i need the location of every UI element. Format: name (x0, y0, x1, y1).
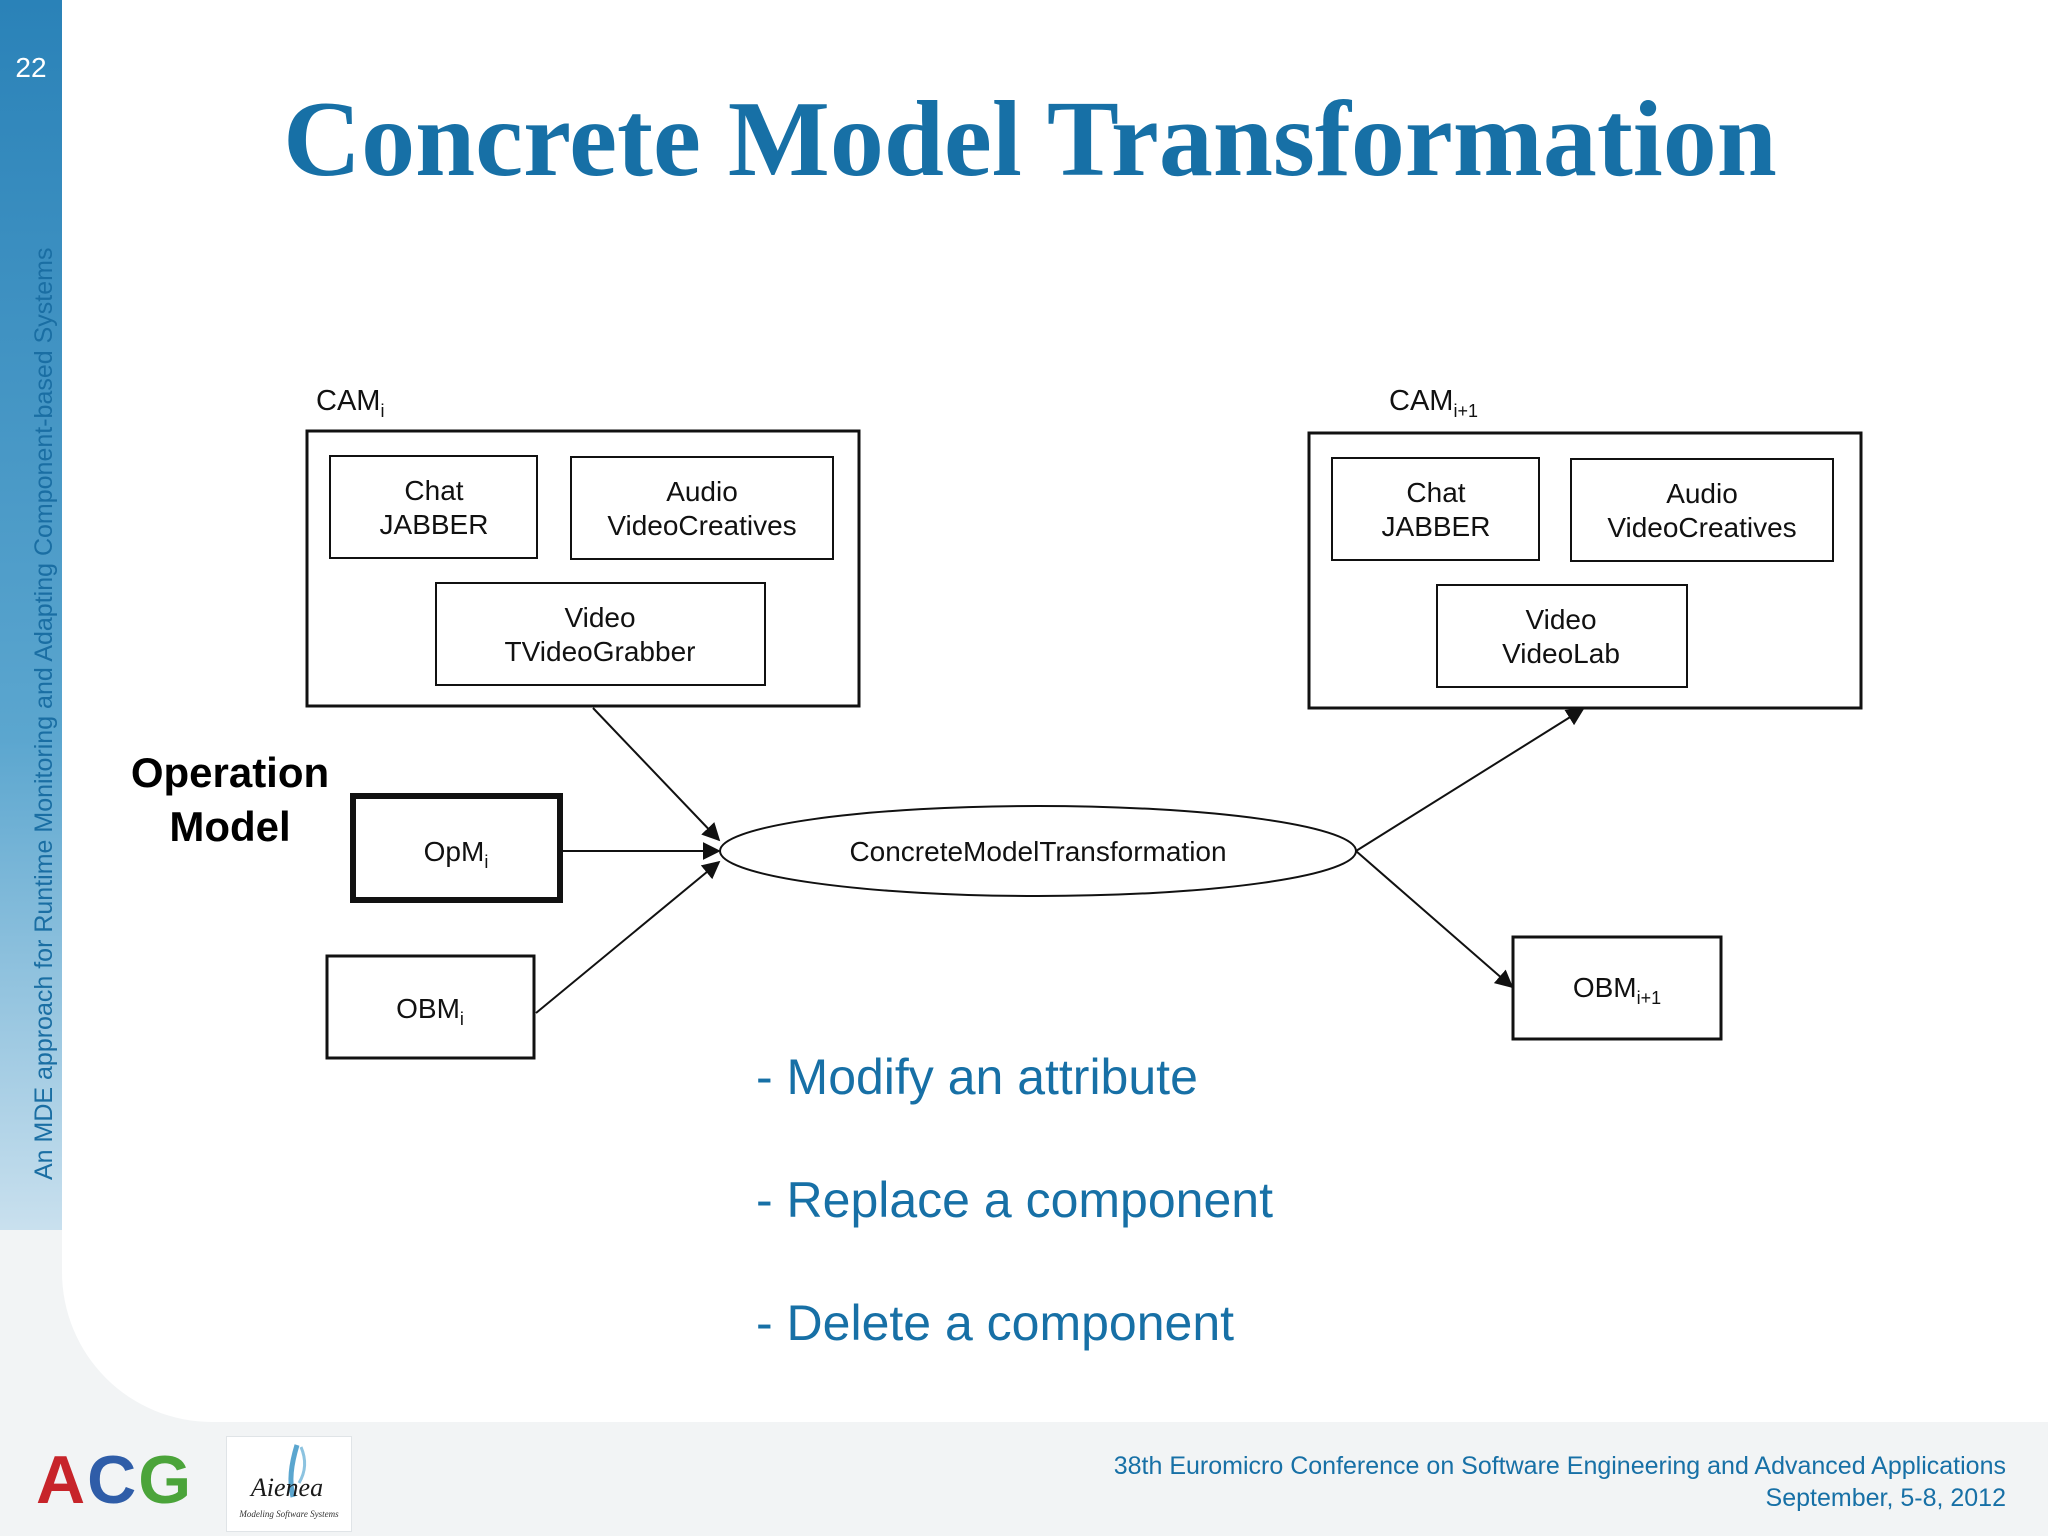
cam-left-video-box (435, 582, 766, 686)
opm-box (350, 793, 563, 903)
footer-conference-info: 38th Euromicro Conference on Software En… (1114, 1450, 2006, 1514)
opm-label: OpMi (424, 836, 489, 872)
arrow-transformation-to-obm (1355, 850, 1514, 989)
operation-model-label-line2: Model (169, 803, 291, 850)
cam-left-label: CAMi (316, 385, 384, 421)
cam-left-chat-line2: JABBER (380, 509, 489, 540)
cam-left-audio-box (570, 456, 834, 560)
operation-list: - Modify an attribute - Replace a compon… (756, 1042, 1273, 1411)
cam-right-audio-line1: Audio (1666, 478, 1738, 509)
aienea-logo-graphic: Aienea Modeling Software Systems (238, 1444, 339, 1519)
cam-right-chat-line2: JABBER (1382, 511, 1491, 542)
cam-right-video-line1: Video (1525, 604, 1596, 635)
obm-right-label: OBMi+1 (1573, 972, 1661, 1008)
cam-right-audio-box (1570, 458, 1834, 562)
operation-model-label-line1: Operation (130, 749, 330, 796)
cam-left-box (305, 429, 861, 708)
cam-left-video-line2: TVideoGrabber (505, 636, 696, 667)
obm-right-box (1511, 935, 1723, 1041)
cam-left-chat-box (329, 455, 538, 559)
cam-left-video-line1: Video (564, 602, 635, 633)
slide-content-panel (62, 0, 2048, 1422)
cam-right-video-line2: VideoLab (1502, 638, 1620, 669)
cam-right-label: CAMi+1 (1389, 385, 1478, 421)
list-item: - Modify an attribute (756, 1049, 1198, 1105)
sidebar-band (0, 0, 62, 1230)
arrow-transformation-to-cam (1355, 708, 1585, 852)
cam-left-chat-line1: Chat (404, 475, 463, 506)
operation-model-label: Operation Model (110, 746, 350, 854)
arrow-obm-to-transformation (535, 860, 721, 1014)
svg-text:Modeling Software Systems: Modeling Software Systems (238, 1509, 339, 1519)
footer-conference-name: 38th Euromicro Conference on Software En… (1113, 1452, 2006, 1480)
aienea-logo: Aienea Modeling Software Systems (226, 1436, 352, 1532)
cam-right-chat-box (1331, 457, 1540, 561)
list-item: - Delete a component (756, 1295, 1235, 1351)
page-title: Concrete Model Transformation (283, 80, 1777, 199)
acg-logo: ACG (36, 1442, 194, 1518)
cam-right-box (1307, 431, 1863, 710)
list-item: - Replace a component (756, 1172, 1273, 1228)
cam-left-audio-line2: VideoCreatives (607, 510, 796, 541)
footer-conference-date: September, 5-8, 2012 (1765, 1484, 2006, 1512)
cam-right-audio-line2: VideoCreatives (1607, 512, 1796, 543)
transformation-label: ConcreteModelTransformation (849, 836, 1226, 867)
cam-right-chat-line1: Chat (1406, 477, 1465, 508)
obm-left-label: OBMi (396, 993, 464, 1029)
svg-text:Aienea: Aienea (249, 1473, 323, 1502)
arrow-cam-to-transformation (592, 707, 721, 842)
cam-left-audio-line1: Audio (666, 476, 738, 507)
slide-number: 22 (15, 52, 47, 83)
obm-left-box (325, 954, 536, 1060)
cam-right-video-box (1436, 584, 1688, 688)
